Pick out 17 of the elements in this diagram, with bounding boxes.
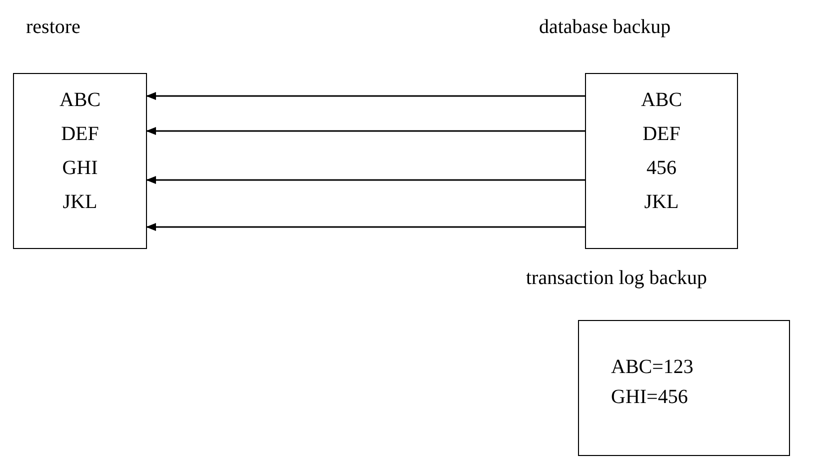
table-entry: JKL [62,190,98,214]
arrow [146,92,585,100]
box-title: database backup [539,16,671,39]
table-entry: DEF [60,122,100,146]
table-entry: 456 [646,156,678,180]
box-title: transaction log backup [526,267,708,290]
table-entry: ABC [640,88,684,112]
table-entry: ABC=123 [611,355,694,379]
arrow [146,223,585,231]
arrow [146,127,585,135]
box-title: restore [26,16,80,39]
arrow [146,176,585,184]
table-entry: GHI [61,156,99,180]
table-entry: JKL [643,190,680,214]
table-entry: DEF [642,122,682,146]
table-entry: GHI=456 [611,385,688,409]
table-entry: ABC [58,88,102,112]
